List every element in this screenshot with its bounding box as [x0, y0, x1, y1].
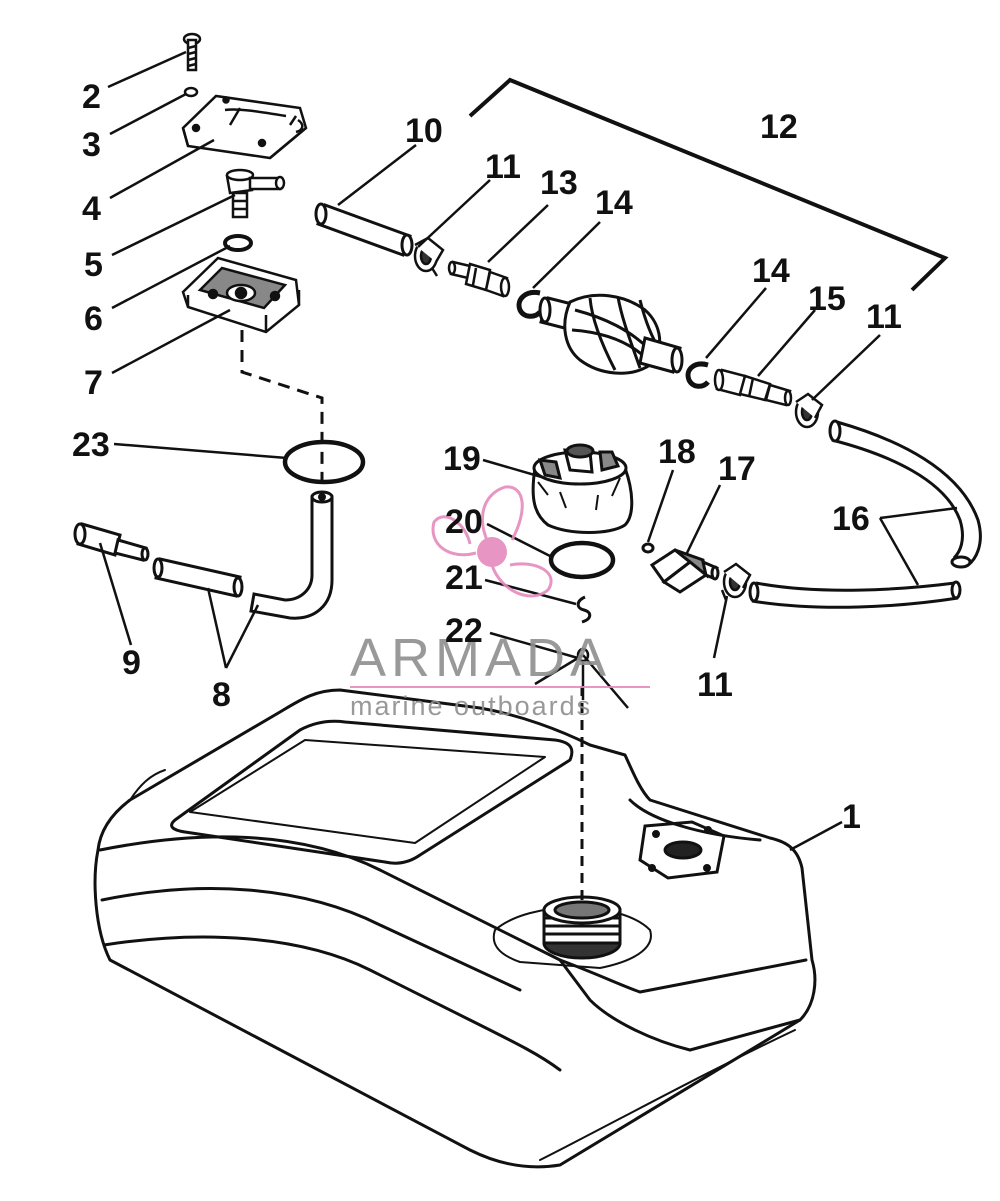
- hose-10: [314, 202, 414, 257]
- callout-17: 17: [718, 450, 756, 488]
- fuel-connector-17: [649, 548, 720, 594]
- logo-wordmark: ARMADA: [350, 628, 611, 688]
- callout-22: 22: [445, 612, 483, 650]
- fuel-pickup-body: [181, 256, 301, 334]
- o-ring-large: [282, 439, 366, 485]
- hose-clamp-lower: [720, 562, 752, 601]
- filler-cap: [531, 443, 634, 534]
- hose-clamp-right: [794, 392, 824, 429]
- logo-tagline: marine outboards: [350, 691, 592, 721]
- callout-2: 2: [82, 78, 101, 116]
- dash-pickup-link: [240, 330, 324, 490]
- screw: [182, 32, 202, 72]
- primer-bulb: [538, 293, 684, 375]
- callout-14-right: 14: [752, 252, 790, 290]
- lock-washer: [183, 86, 199, 98]
- callout-7: 7: [84, 364, 103, 402]
- fuel-tank: [93, 688, 817, 1169]
- leader-lines: [98, 50, 958, 852]
- callout-16: 16: [832, 500, 870, 538]
- assembly-bracket: [468, 77, 949, 292]
- retainer-clip-right: [685, 361, 710, 389]
- callout-3: 3: [82, 126, 101, 164]
- hose-clamp-upper: [413, 236, 445, 277]
- callout-19: 19: [443, 440, 481, 478]
- callout-5: 5: [84, 246, 103, 284]
- callout-18: 18: [658, 433, 696, 471]
- filler-neck: [542, 895, 622, 960]
- retaining-wire: [576, 595, 592, 624]
- callout-1: 1: [842, 798, 861, 836]
- part-labels: 1 2 3 4 5 6 7 8 9 10 11 11 11 12 13 14 1…: [72, 78, 902, 836]
- retainer-plate: [181, 94, 308, 160]
- callout-4: 4: [82, 190, 101, 228]
- callout-11-lower: 11: [697, 666, 733, 704]
- fuel-hose: [748, 419, 982, 609]
- armada-logo-watermark: ARMADA marine outboards: [350, 485, 650, 721]
- callout-11-right: 11: [866, 298, 902, 336]
- small-o-ring-18: [641, 542, 655, 554]
- hose-section: [152, 557, 244, 598]
- gasket-ring: [548, 540, 616, 580]
- callout-13: 13: [540, 164, 578, 202]
- o-ring-small: [223, 234, 253, 252]
- callout-14-left: 14: [595, 184, 633, 222]
- callout-10: 10: [405, 112, 443, 150]
- retainer-clip-left: [516, 289, 542, 319]
- callout-8: 8: [212, 676, 231, 714]
- callout-15: 15: [808, 280, 846, 318]
- filter-tube: [73, 522, 150, 562]
- pickup-tube: [249, 490, 334, 620]
- hose-connector-15: [713, 368, 793, 407]
- hose-connector-13: [447, 260, 511, 298]
- callout-9: 9: [122, 644, 141, 682]
- callout-20: 20: [445, 503, 483, 541]
- callout-12: 12: [760, 108, 798, 146]
- propeller-logo-icon: [431, 485, 553, 598]
- tank-mount-plate: [638, 820, 726, 880]
- callout-23: 23: [72, 426, 110, 464]
- callout-11-upper: 11: [485, 148, 521, 186]
- elbow-fitting: [225, 168, 286, 219]
- callout-6: 6: [84, 300, 103, 338]
- callout-21: 21: [445, 559, 483, 597]
